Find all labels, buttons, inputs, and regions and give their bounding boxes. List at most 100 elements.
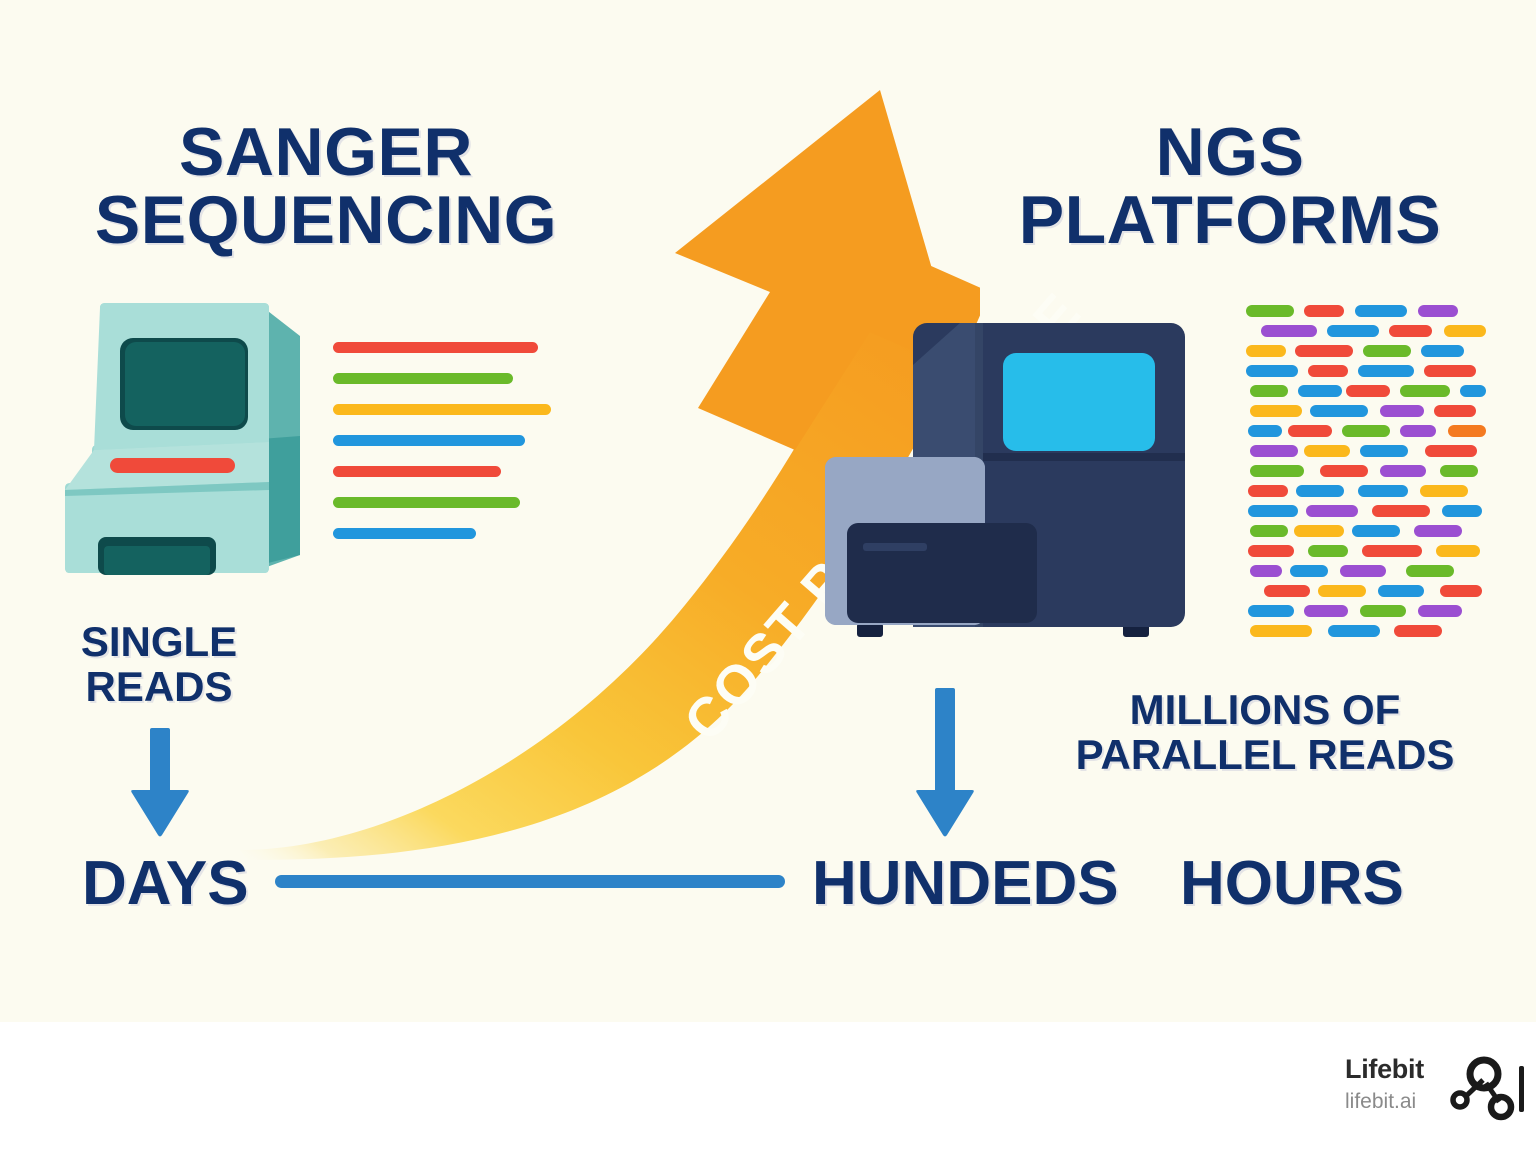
ngs-read-bar xyxy=(1248,485,1288,497)
ngs-read-bar xyxy=(1264,585,1310,597)
ngs-read-bar xyxy=(1425,445,1477,457)
ngs-read-bar xyxy=(1394,625,1442,637)
page-title-ngs: NGS PLATFORMS xyxy=(940,118,1520,254)
ngs-read-bar xyxy=(1296,485,1344,497)
ngs-read-bar xyxy=(1327,325,1379,337)
ngs-read-bar xyxy=(1295,345,1353,357)
ngs-read-bar xyxy=(1360,445,1408,457)
parallel-reads-line2: PARALLEL READS xyxy=(1075,730,1455,778)
down-arrow-icon xyxy=(915,688,975,837)
sanger-title-line1: SANGER xyxy=(179,114,473,190)
ngs-read-bar xyxy=(1308,365,1348,377)
ngs-read-bar xyxy=(1304,305,1344,317)
ngs-read-bar xyxy=(1400,425,1436,437)
hours-label: HOURS xyxy=(1180,849,1404,918)
ngs-read-bar xyxy=(1406,565,1454,577)
ngs-read-bar xyxy=(1414,525,1462,537)
ngs-read-bar xyxy=(1378,585,1424,597)
ngs-read-bar xyxy=(1448,425,1486,437)
ngs-read-bar xyxy=(1261,325,1317,337)
ngs-read-bar xyxy=(1306,505,1358,517)
sanger-read-bar xyxy=(333,435,525,446)
logo-url: lifebit.ai xyxy=(1345,1090,1417,1113)
ngs-read-bar xyxy=(1298,385,1342,397)
ngs-read-bar xyxy=(1358,365,1414,377)
ngs-read-bar xyxy=(1400,385,1450,397)
ngs-read-bar xyxy=(1328,625,1380,637)
ngs-read-bar xyxy=(1340,565,1386,577)
parallel-reads-line1: MILLIONS OF xyxy=(1129,686,1401,733)
ngs-read-bar xyxy=(1352,525,1400,537)
ngs-read-bar xyxy=(1418,605,1462,617)
ngs-read-bar xyxy=(1246,365,1298,377)
ngs-read-bar xyxy=(1248,545,1294,557)
ngs-read-bar xyxy=(1248,605,1294,617)
ngs-title-line2: PLATFORMS xyxy=(1018,182,1442,258)
ngs-read-bar xyxy=(1420,485,1468,497)
lifebit-node-graph-icon xyxy=(1443,1050,1527,1122)
ngs-read-bar xyxy=(1380,465,1426,477)
ngs-read-bar xyxy=(1310,405,1368,417)
ngs-parallel-read-grid xyxy=(1222,305,1494,650)
ngs-read-bar xyxy=(1250,565,1282,577)
ngs-read-bar xyxy=(1248,505,1298,517)
sanger-read-bar xyxy=(333,404,551,415)
ngs-read-bar xyxy=(1304,605,1348,617)
ngs-read-bar xyxy=(1318,585,1366,597)
ngs-read-bar xyxy=(1294,525,1344,537)
single-reads-label: SINGLE READS xyxy=(0,618,318,710)
ngs-read-bar xyxy=(1250,525,1288,537)
ngs-read-bar xyxy=(1460,385,1486,397)
ngs-read-bar xyxy=(1288,425,1332,437)
timeline-connector-line xyxy=(275,875,785,888)
ngs-read-bar xyxy=(1362,545,1422,557)
ngs-read-bar xyxy=(1250,405,1302,417)
ngs-read-bar xyxy=(1246,305,1294,317)
ngs-read-bar xyxy=(1308,545,1348,557)
ngs-read-bar xyxy=(1389,325,1432,337)
ngs-read-bar xyxy=(1421,345,1464,357)
ngs-read-bar xyxy=(1248,425,1282,437)
ngs-read-bar xyxy=(1342,425,1390,437)
sanger-title-line2: SEQUENCING xyxy=(94,182,558,258)
ngs-read-bar xyxy=(1250,625,1312,637)
hundeds-label: HUNDEDS xyxy=(812,849,1119,918)
ngs-title-line1: NGS xyxy=(1155,114,1305,190)
sanger-read-bar xyxy=(333,528,476,539)
single-reads-line1: SINGLE xyxy=(80,618,238,665)
days-label: DAYS xyxy=(82,849,249,918)
ngs-read-bar xyxy=(1346,385,1390,397)
ngs-read-bar xyxy=(1424,365,1476,377)
down-arrow-icon xyxy=(130,728,190,838)
ngs-read-bar xyxy=(1442,505,1482,517)
ngs-read-bar xyxy=(1380,405,1424,417)
ngs-read-bar xyxy=(1250,385,1288,397)
sanger-read-bar xyxy=(333,497,520,508)
lifebit-logo[interactable]: Lifebit lifebit.ai xyxy=(1345,1050,1525,1130)
ngs-read-bar xyxy=(1246,345,1286,357)
ngs-read-bar xyxy=(1355,305,1407,317)
sanger-read-bars xyxy=(333,342,563,539)
page-title-sanger: SANGER SEQUENCING xyxy=(26,118,626,254)
sanger-read-bar xyxy=(333,373,513,384)
ngs-read-bar xyxy=(1360,605,1406,617)
ngs-read-bar xyxy=(1290,565,1328,577)
parallel-reads-label: MILLIONS OF PARALLEL READS xyxy=(1030,686,1500,778)
ngs-read-bar xyxy=(1320,465,1368,477)
ngs-read-bar xyxy=(1444,325,1486,337)
ngs-read-bar xyxy=(1418,305,1458,317)
sanger-read-bar xyxy=(333,342,538,353)
ngs-read-bar xyxy=(1363,345,1411,357)
ngs-read-bar xyxy=(1372,505,1430,517)
ngs-sequencer-icon xyxy=(815,305,1205,655)
sanger-sequencer-icon xyxy=(52,300,322,585)
ngs-read-bar xyxy=(1358,485,1408,497)
ngs-read-bar xyxy=(1434,405,1476,417)
sanger-read-bar xyxy=(333,466,501,477)
ngs-read-bar xyxy=(1304,445,1350,457)
ngs-read-bar xyxy=(1440,465,1478,477)
ngs-read-bar xyxy=(1250,465,1304,477)
ngs-read-bar xyxy=(1436,545,1480,557)
single-reads-line2: READS xyxy=(85,662,233,710)
